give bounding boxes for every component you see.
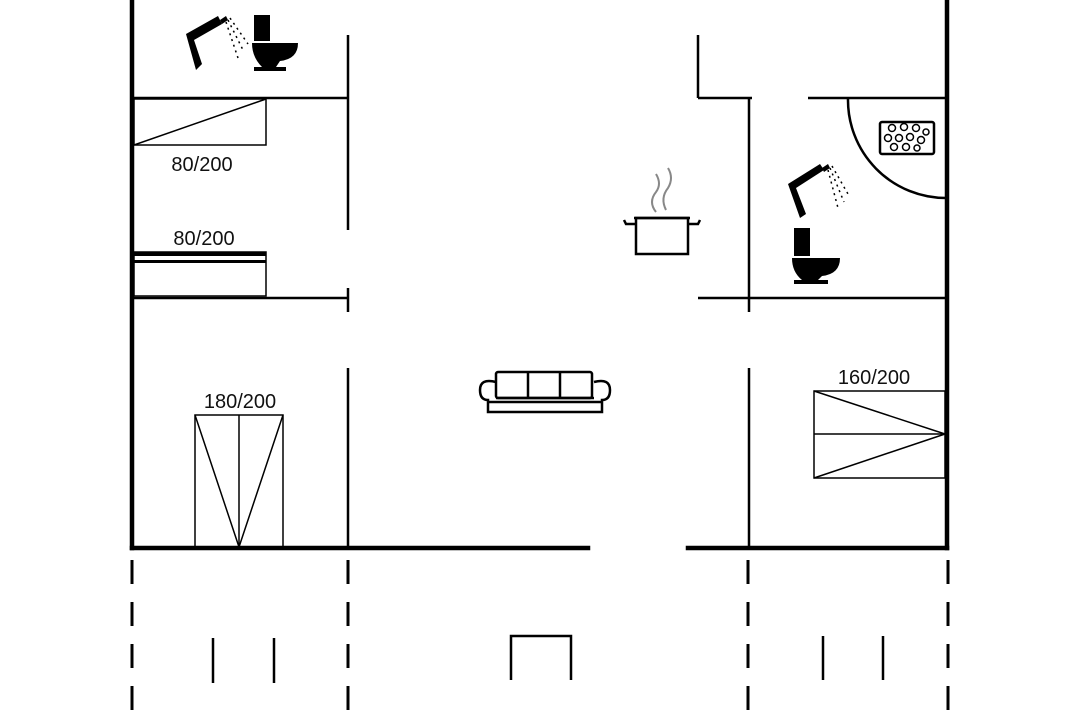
bed-label: 180/200 bbox=[204, 391, 276, 413]
bed-label: 80/200 bbox=[173, 228, 234, 250]
cooking-pot-icon bbox=[622, 167, 702, 256]
outer-walls bbox=[129, 0, 950, 551]
hot-tub-icon bbox=[878, 120, 936, 156]
single-bed-top: 80/200 bbox=[133, 98, 267, 176]
toilet-icon bbox=[252, 15, 298, 71]
terrace-furniture bbox=[211, 634, 885, 683]
double-bed-right: 160/200 bbox=[813, 367, 946, 479]
double-bed-left: 180/200 bbox=[194, 391, 284, 548]
sofa-icon bbox=[478, 370, 612, 414]
shower-icon bbox=[788, 164, 849, 218]
single-bed-bottom: 80/200 bbox=[133, 228, 267, 297]
toilet-icon bbox=[792, 228, 840, 284]
hot-tub bbox=[846, 97, 947, 200]
interior-walls bbox=[132, 35, 947, 548]
terrace-outline bbox=[130, 560, 950, 720]
bed-label: 80/200 bbox=[171, 154, 232, 176]
shower-icon bbox=[186, 16, 249, 70]
bed-label: 160/200 bbox=[838, 367, 910, 389]
